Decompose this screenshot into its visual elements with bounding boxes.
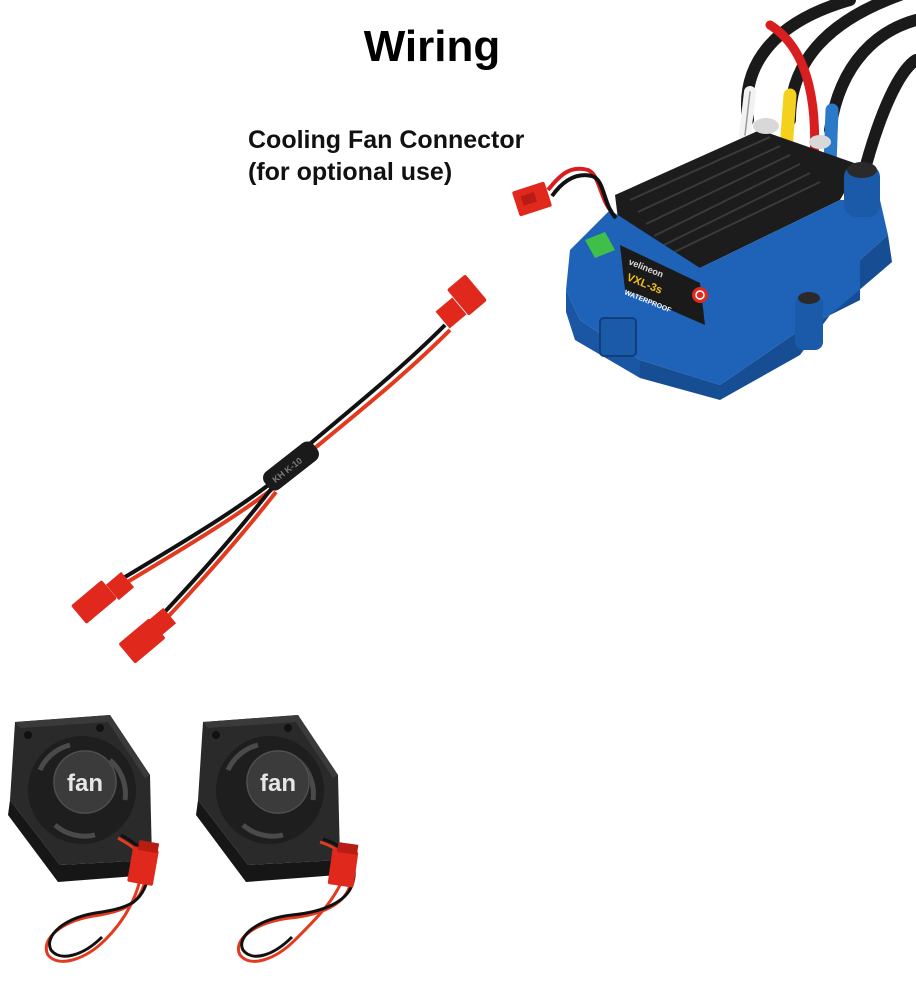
cooling-fan-2: fan: [196, 715, 359, 963]
esc-case: velineon VXL-3s WATERPROOF: [566, 162, 892, 400]
esc-unit: velineon VXL-3s WATERPROOF: [512, 0, 916, 400]
esc-power-wires: [739, 0, 916, 186]
y-splitter-cable: KH K-10: [71, 275, 487, 663]
y-cable-input-connector: [435, 275, 487, 329]
cooling-fan-connector-caption: Cooling Fan Connector (for optional use): [248, 124, 524, 188]
caption-line-1: Cooling Fan Connector: [248, 126, 525, 154]
diagram-title: Wiring: [363, 22, 501, 71]
y-cable-sleeve: KH K-10: [263, 441, 319, 491]
fan-2-label: fan: [260, 770, 296, 797]
cooling-fan-1: fan: [8, 715, 160, 963]
y-cable-output-connector-2: [119, 607, 177, 663]
fan-1-label: fan: [67, 770, 103, 797]
esc-heatsink: [615, 130, 860, 268]
y-cable-output-connector-1: [71, 571, 135, 624]
esc-fan-connector: [512, 166, 618, 220]
caption-line-2: (for optional use): [248, 158, 453, 186]
